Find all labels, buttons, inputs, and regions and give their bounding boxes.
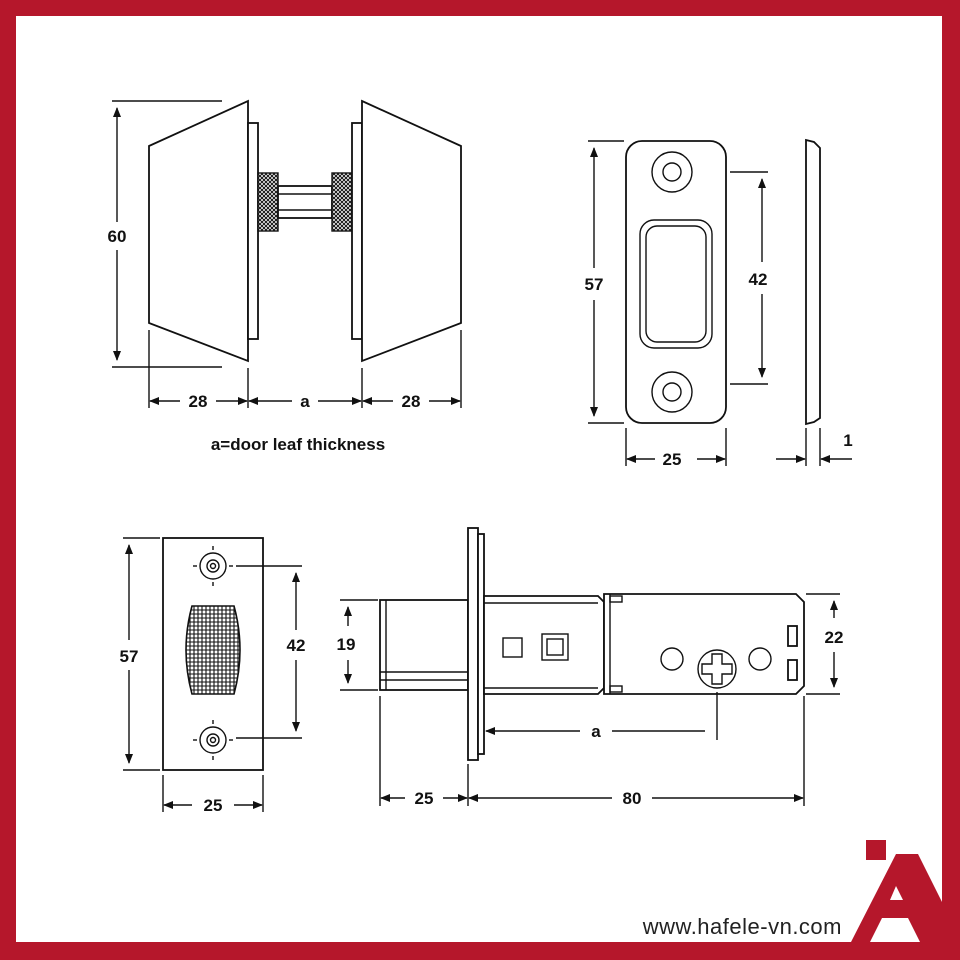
- face-hole-spacing-label: 42: [287, 636, 306, 655]
- strike-plate-body: [625, 140, 727, 424]
- latch-case: [603, 593, 805, 695]
- strike-plate: 57 42 25 1: [585, 138, 853, 469]
- left-knob: [148, 99, 249, 363]
- strike-height-label: 57: [585, 275, 604, 294]
- latch-face-edge: [467, 527, 479, 761]
- right-knob: [361, 99, 462, 363]
- strike-plate-side: [805, 138, 821, 426]
- bolt-length-label: 25: [415, 789, 434, 808]
- strike-width-label: 25: [663, 450, 682, 469]
- knob-set: 60 28 a 28 a=door leaf thickness: [108, 99, 462, 454]
- knob-height-label: 60: [108, 227, 127, 246]
- spindle: [277, 185, 333, 219]
- brand-footer: www.hafele-vn.com: [642, 840, 943, 942]
- knob-right-width-label: 28: [402, 392, 421, 411]
- latch-body: 19 22 a 25 80: [337, 527, 844, 808]
- knob-left-width-label: 28: [189, 392, 208, 411]
- right-knurl: [331, 172, 353, 232]
- face-plate: 57 42 25: [120, 537, 306, 815]
- strike-hole-spacing-label: 42: [749, 270, 768, 289]
- hafele-logo-icon: [851, 840, 943, 942]
- latch-tube: [483, 595, 605, 695]
- strike-thickness-label: 1: [843, 431, 852, 450]
- latch-bolt-face: [185, 605, 241, 695]
- right-rose: [351, 122, 363, 340]
- left-rose: [247, 122, 259, 340]
- backset-label: a: [591, 722, 601, 741]
- face-width-label: 25: [204, 796, 223, 815]
- website-url: www.hafele-vn.com: [642, 914, 842, 939]
- face-height-label: 57: [120, 647, 139, 666]
- body-length-label: 80: [623, 789, 642, 808]
- knob-thickness-label: a: [300, 392, 310, 411]
- latch-bolt: [379, 599, 469, 691]
- bolt-height-label: 19: [337, 635, 356, 654]
- case-height-label: 22: [825, 628, 844, 647]
- door-thickness-caption: a=door leaf thickness: [211, 435, 385, 454]
- left-knurl: [257, 172, 279, 232]
